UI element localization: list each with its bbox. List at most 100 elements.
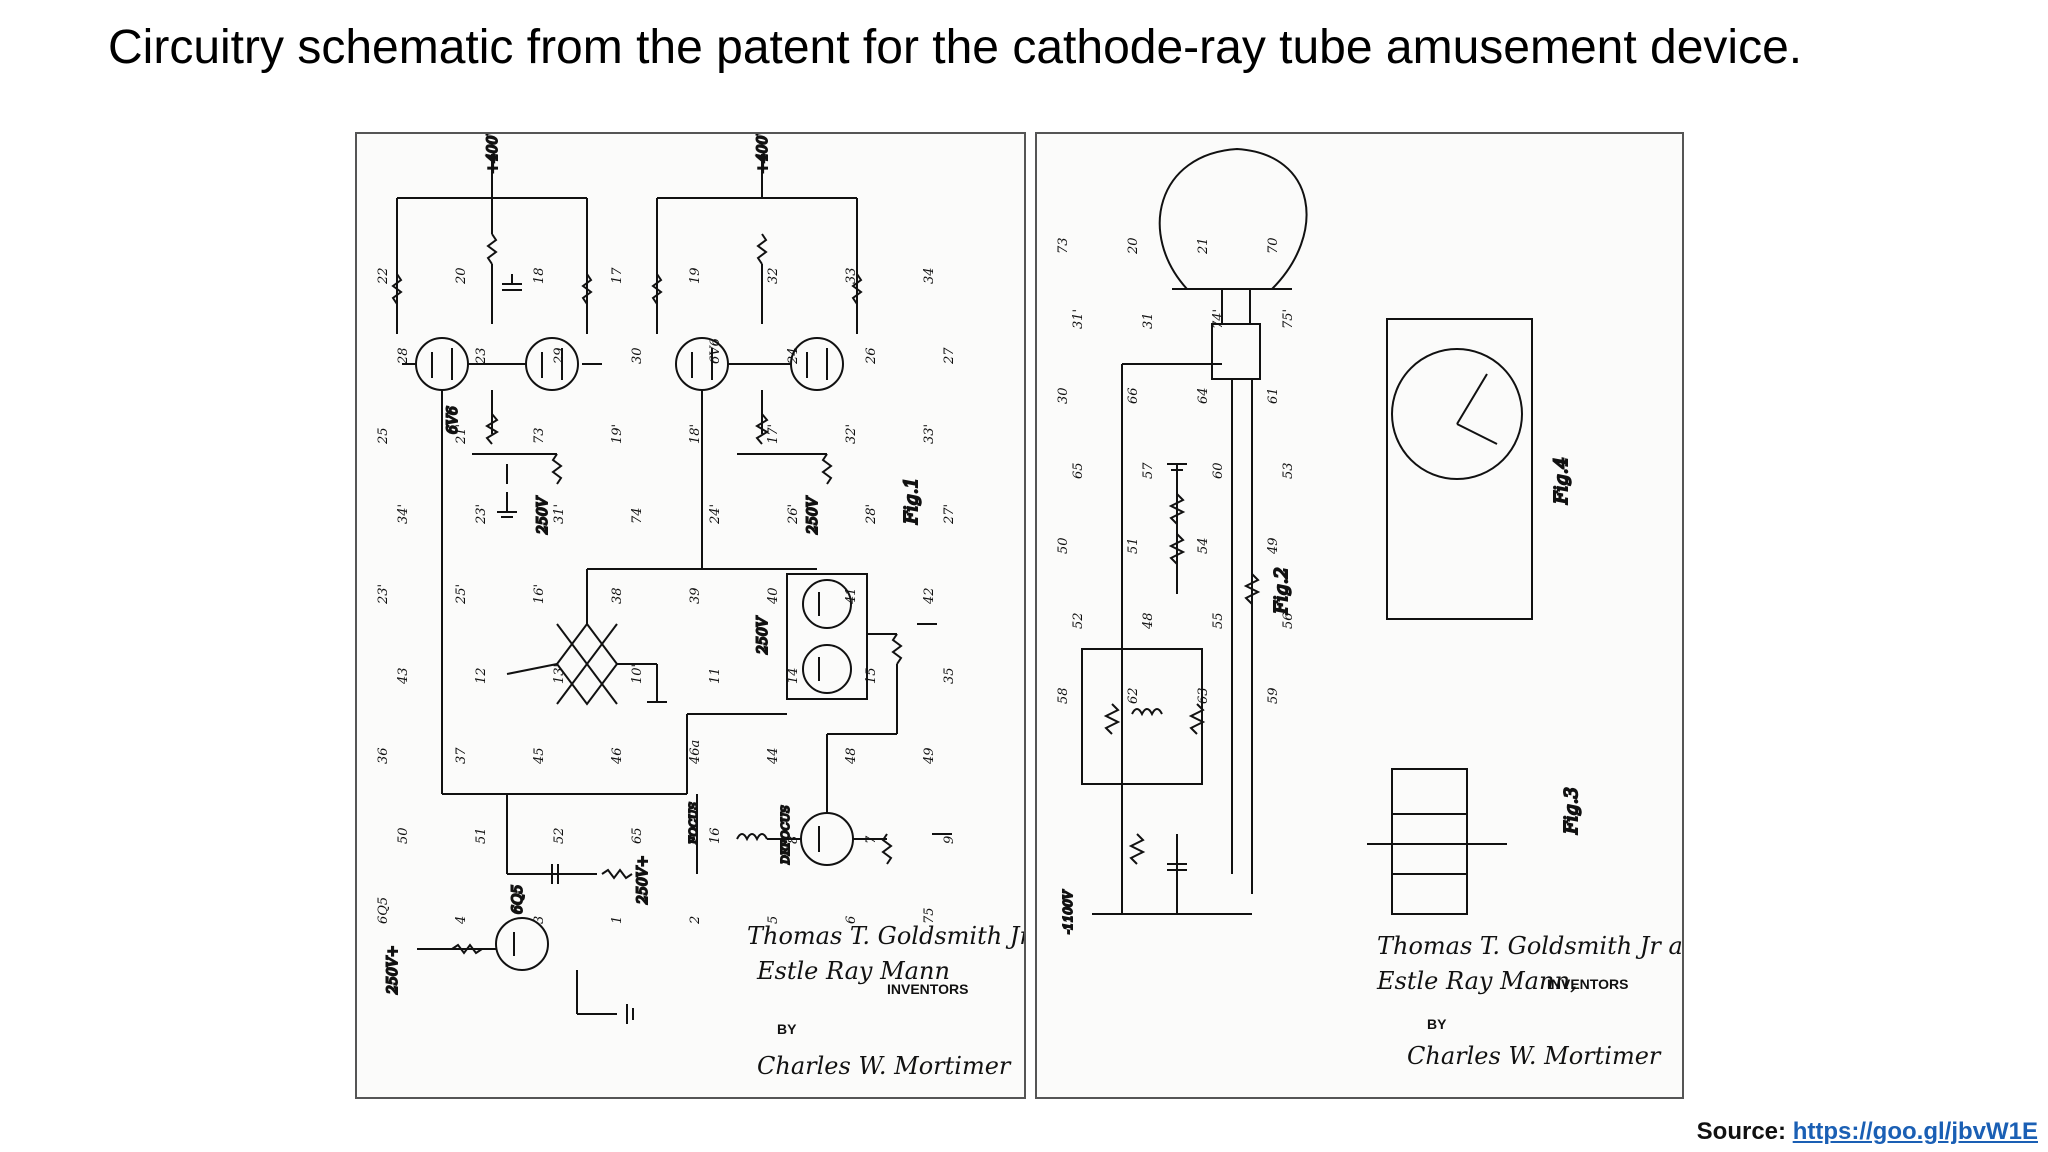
fig1-ref-19: 19' — [610, 424, 625, 444]
fig1-ref-46: 15 — [864, 667, 879, 684]
right-by-label: BY — [1427, 1016, 1447, 1032]
fig2-ref-13: 57 — [1141, 462, 1156, 479]
fig1-supply-250v-mid: 250V — [755, 615, 771, 655]
fig1-tube-6q5-label: 6Q5 — [510, 885, 526, 914]
fig1-ref-3: 17 — [610, 267, 625, 284]
bridge-network — [506, 622, 658, 706]
fig1-ref-59: 65 — [630, 827, 645, 844]
fig1-ref-0: 22 — [376, 267, 391, 285]
fig1-ref-36: 39 — [688, 587, 703, 604]
right-inventor-2: Estle Ray Mann, — [1376, 967, 1578, 995]
top-rail-right — [651, 154, 863, 334]
fig2-ref-25: 62 — [1126, 687, 1141, 704]
fig2-resistor-57b — [1168, 533, 1186, 565]
fig2-resistor-56 — [1188, 703, 1206, 735]
slide-title: Circuitry schematic from the patent for … — [108, 21, 1803, 74]
fig1-ref-7: 34 — [922, 267, 937, 284]
fig1-ref-1: 20 — [454, 267, 469, 285]
fig1-ref-52: 46a — [688, 740, 703, 765]
fig1-ref-51: 46 — [610, 747, 625, 765]
fig2-resistor-57a — [1168, 493, 1186, 525]
fig1-ref-16: 25 — [376, 427, 391, 445]
tube-39 — [802, 579, 852, 629]
tube-block-37-39 — [786, 573, 868, 700]
fig1-attorney: Charles W. Mortimer — [757, 1052, 1012, 1080]
fig2-ref-5: 31 — [1141, 312, 1156, 329]
fig1-ref-42: 13' — [552, 664, 567, 684]
fig1-ref-22: 32' — [844, 424, 859, 444]
fig2-ref-9: 66 — [1126, 387, 1141, 404]
right-inventor-1: Thomas T. Goldsmith Jr and — [1377, 932, 1682, 960]
focus-coil-tube-44 — [696, 733, 897, 874]
fig2-ref-7: 75' — [1281, 309, 1296, 329]
fig4-caption: Fig.4 — [1551, 457, 1572, 505]
source-link[interactable]: https://goo.gl/jbvW1E — [1792, 1118, 2038, 1145]
fig1-ref-21: 17' — [766, 424, 781, 444]
fig1-ref-69: 5 — [766, 916, 781, 924]
fig1-inventor-1: Thomas T. Goldsmith Jr and — [747, 922, 1024, 950]
fig1-ref-2: 18 — [532, 267, 547, 284]
fig1-ref-58: 52 — [552, 827, 567, 844]
fig2-ref-17: 51 — [1126, 537, 1141, 554]
fig1-ref-38: 41 — [844, 587, 859, 605]
fig2-ref-19: 49 — [1266, 537, 1281, 555]
fig1-focus-label: FOCUS — [687, 802, 700, 845]
fig1-supply-400v: +400V — [485, 134, 501, 174]
fig1-ref-62: 7 — [864, 835, 879, 844]
fig1-ref-28: 24' — [708, 504, 723, 525]
fig1-ref-5: 32 — [766, 267, 781, 284]
fig2-ref-10: 64 — [1196, 387, 1211, 404]
fig1-ref-37: 40 — [766, 587, 781, 605]
fig1-ref-68: 2 — [688, 916, 703, 925]
fig1-ref-17: 21' — [454, 424, 469, 445]
fig2-ref-1: 20 — [1126, 237, 1141, 255]
fig1-ref-48: 36 — [376, 747, 391, 764]
fig1-ref-26: 31' — [552, 504, 567, 524]
fig2-ref-12: 65 — [1071, 462, 1086, 479]
fig1-ref-40: 43 — [396, 667, 411, 685]
fig1-ref-35: 38 — [610, 587, 625, 604]
fig1-supply-250v-plus-left: 250V+ — [385, 945, 401, 995]
fig1-ref-31: 27' — [942, 504, 957, 525]
fig1-ref-64: 6Q5 — [376, 897, 391, 924]
right-attorney: Charles W. Mortimer — [1407, 1042, 1662, 1070]
fig1-ref-13: 24 — [786, 347, 801, 365]
fig1-ref-70: 6 — [844, 916, 859, 924]
fig1-ref-60: 16 — [708, 827, 723, 844]
fig1-ref-34: 16' — [532, 584, 547, 604]
resistor-41 — [891, 633, 903, 665]
fig1-ref-6: 33 — [844, 267, 859, 284]
fig1-ref-23: 33' — [922, 424, 937, 444]
fig1-ref-63: 9 — [942, 836, 957, 844]
fig1-ref-14: 26 — [864, 347, 879, 365]
fig1-ref-43: 10' — [630, 664, 645, 684]
fig1-ref-24: 34' — [396, 504, 411, 524]
fig1-ref-25: 23' — [474, 504, 489, 525]
fig2-ref-27: 59 — [1266, 687, 1281, 704]
tube-37 — [802, 644, 852, 694]
fig1-ref-44: 11 — [708, 667, 723, 684]
bias-network-left — [472, 390, 563, 504]
fig1-ref-61: 8 — [786, 836, 801, 844]
fig1-ref-11: 30 — [630, 347, 645, 364]
fig2-ref-20: 52 — [1071, 612, 1086, 629]
fig1-ref-71: 75 — [922, 907, 937, 924]
fig1-ref-56: 50 — [396, 827, 411, 844]
fig2-ref-0: 73 — [1056, 237, 1071, 254]
fig1-ref-32: 23' — [376, 584, 391, 605]
ground-symbols — [497, 504, 952, 835]
fig2-ref-16: 50 — [1056, 537, 1071, 554]
fig1-ref-50: 45 — [532, 747, 547, 765]
fig2-ref-23: 56 — [1281, 612, 1296, 629]
fig1-supply-400v-right: +400V — [755, 134, 771, 174]
fig1-ref-29: 26' — [786, 504, 801, 525]
fig2-ref-2: 21 — [1196, 237, 1211, 255]
fig1-ref-45: 14 — [786, 667, 801, 684]
fig1-ref-55: 49 — [922, 747, 937, 765]
fig2-ref-15: 53 — [1281, 462, 1296, 479]
fig1-ref-54: 48 — [844, 747, 859, 765]
fig1-supply-250v-left: 250V — [535, 495, 551, 535]
